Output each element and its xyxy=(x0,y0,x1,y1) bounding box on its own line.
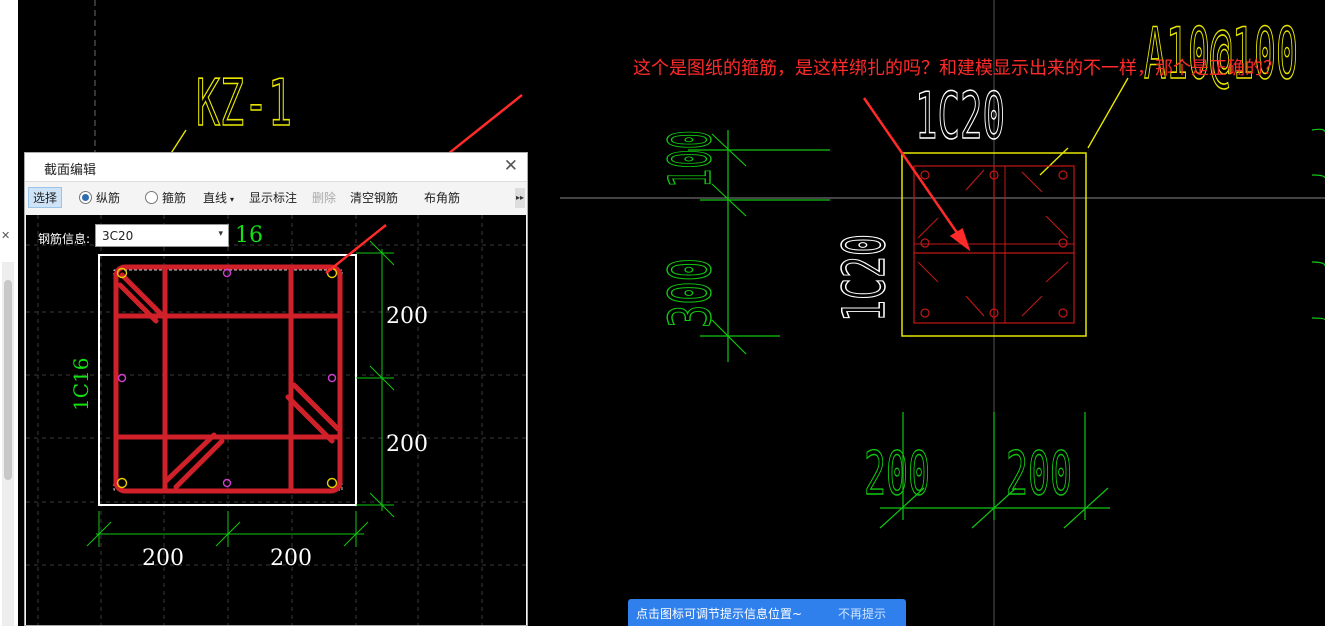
close-icon[interactable]: ✕ xyxy=(503,156,518,176)
side-rebar-label: 1C20 xyxy=(830,234,898,322)
radio-checked-icon xyxy=(79,191,92,204)
outer-stirrup xyxy=(113,264,343,494)
dialog-title: 截面编辑 xyxy=(44,163,97,178)
dim-bottom-right: 200 xyxy=(1006,439,1072,509)
delete-button[interactable]: 删除 xyxy=(312,191,337,205)
rebar-info-label: 钢筋信息: xyxy=(38,232,91,246)
chevron-down-icon: ▾ xyxy=(230,195,235,204)
show-annotation-button[interactable]: 显示标注 xyxy=(249,191,298,205)
tip-banner[interactable]: 点击图标可调节提示信息位置~ 不再提示 xyxy=(628,599,906,626)
dialog-toolbar: 选择 纵筋 箍筋 直线▾ 显示标注 删除 清空钢筋 布角筋 xyxy=(25,183,527,213)
rebar-info-value: 3C20 xyxy=(102,229,134,243)
rebar-info-select[interactable]: 3C20 ▾ xyxy=(95,224,229,247)
section-outline xyxy=(98,254,357,506)
stirrup-radio[interactable]: 箍筋 xyxy=(145,189,186,206)
question-annotation: 这个是图纸的箍筋，是这样绑扎的吗？和建模显示出来的不一样，那个是正确的？ xyxy=(633,58,1281,79)
chevron-down-icon: ▾ xyxy=(218,229,223,239)
dim-300: 300 xyxy=(656,258,724,328)
section-top-label: 16 xyxy=(235,223,263,248)
section-edit-dialog: 截面编辑 ✕ 选择 纵筋 箍筋 直线▾ 显示标注 删除 清空钢筋 布角筋 ▸▸ xyxy=(24,152,528,626)
column-outline xyxy=(901,152,1087,337)
panel-close-icon[interactable]: ✕ xyxy=(1,229,11,242)
radio-unchecked-icon xyxy=(145,191,158,204)
dismiss-tip-link[interactable]: 不再提示 xyxy=(838,607,887,621)
select-button[interactable]: 选择 xyxy=(28,187,63,208)
stirrup-label-text: 箍筋 xyxy=(162,191,187,205)
line-label: 直线 xyxy=(203,191,228,205)
top-rebar-label: 1C20 xyxy=(915,80,1005,154)
toolbar-overflow-icon[interactable]: ▸▸ xyxy=(515,188,525,208)
tip-text: 点击图标可调节提示信息位置~ xyxy=(636,607,803,621)
column-label: KZ-1 xyxy=(196,67,292,141)
dim-100: 100 xyxy=(656,130,724,188)
dim-bottom-left-section: 200 xyxy=(142,546,184,571)
corner-rebar-button[interactable]: 布角筋 xyxy=(424,191,461,205)
stirrup-label: A10@100 xyxy=(1144,13,1298,95)
longitudinal-radio[interactable]: 纵筋 xyxy=(79,189,120,206)
section-canvas-bg xyxy=(26,215,526,625)
longitudinal-label: 纵筋 xyxy=(96,191,121,205)
section-side-label: 1C16 xyxy=(69,358,93,411)
dim-bottom-left: 200 xyxy=(864,439,930,509)
dim-right-bottom: 200 xyxy=(386,432,428,457)
clear-rebar-button[interactable]: 清空钢筋 xyxy=(350,191,399,205)
dim-bottom-right-section: 200 xyxy=(270,546,312,571)
scrollbar-thumb[interactable] xyxy=(4,280,12,480)
section-canvas[interactable]: 200 200 200 200 1C16 16 xyxy=(26,215,526,625)
dim-right-top: 200 xyxy=(386,304,428,329)
dialog-titlebar[interactable]: 截面编辑 ✕ xyxy=(25,153,527,182)
line-dropdown[interactable]: 直线▾ xyxy=(203,189,234,206)
